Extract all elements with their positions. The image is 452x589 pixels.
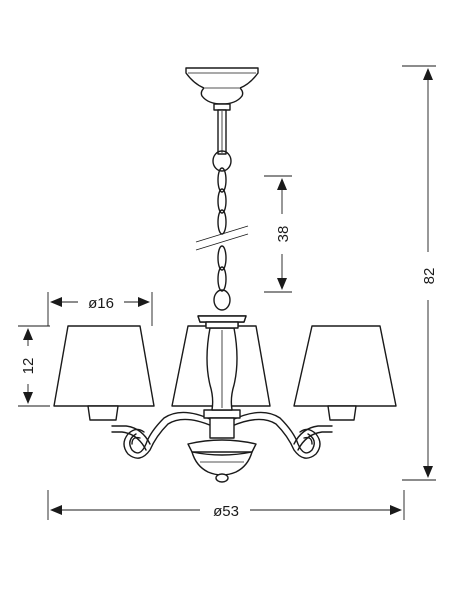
total-diameter-label: ø53	[213, 503, 239, 520]
chain-lower	[213, 245, 231, 311]
chandelier-arms	[111, 411, 333, 459]
dimension-chain-length: 38	[264, 175, 292, 293]
chain-length-label: 38	[275, 226, 292, 243]
shade-height-label: 12	[20, 358, 37, 375]
dimension-total-height: 82	[402, 65, 438, 481]
shade-right	[293, 325, 397, 421]
total-height-label: 82	[421, 268, 438, 285]
shade-left	[53, 325, 155, 421]
ceiling-canopy	[185, 67, 259, 111]
dimension-shade-height: 12	[18, 325, 50, 407]
suspension-rod	[217, 109, 227, 155]
central-column-front	[197, 315, 247, 411]
dimension-total-diameter: ø53	[47, 490, 405, 520]
chain-break-marks	[195, 225, 249, 251]
shade-diameter-label: ø16	[88, 295, 114, 312]
chain-upper	[212, 150, 232, 235]
dimension-shade-diameter: ø16	[47, 292, 153, 326]
